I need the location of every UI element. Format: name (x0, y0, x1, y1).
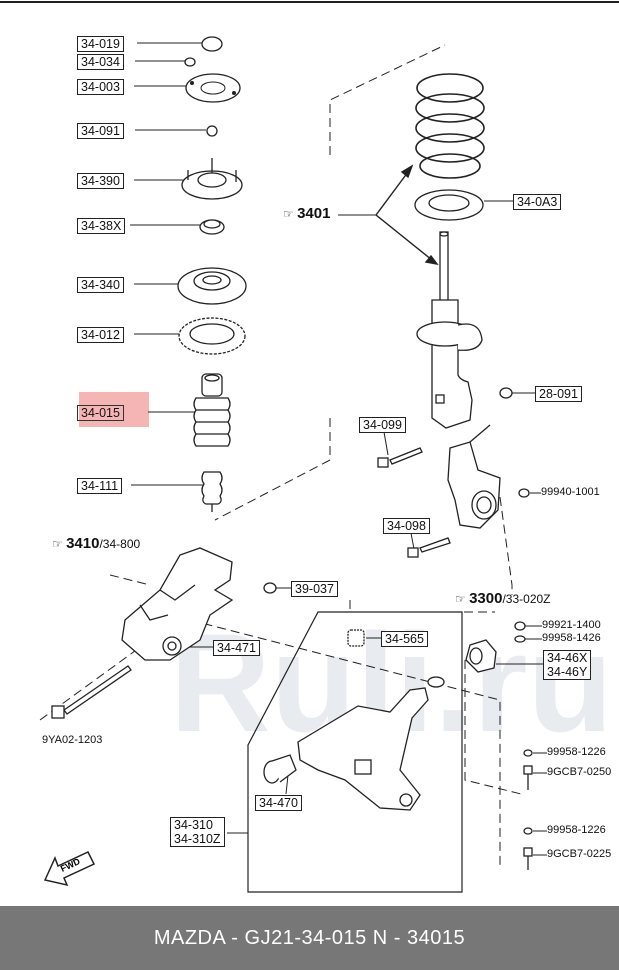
label-99958-1426: 99958-1426 (542, 632, 601, 644)
label-34-111: 34-111 (77, 478, 123, 494)
label-99958-1226-a: 99958-1226 (547, 746, 606, 758)
part-28-091-nut (499, 387, 513, 399)
footer-part-number: MAZDA - GJ21-34-015 N - 34015 (0, 906, 619, 970)
ref-3300: ☞ 3300/33-020Z (455, 590, 551, 607)
label-34-46x-46y: 34-46X 34-46Y (543, 650, 592, 680)
fwd-arrow-icon (43, 851, 96, 887)
part-34-111-bump-stop (201, 471, 223, 512)
part-34-38x-bearing (199, 219, 225, 235)
label-34-015: 34-015 (77, 405, 124, 421)
part-34-003-plate (185, 73, 241, 103)
label-34-46x: 34-46X (547, 651, 588, 665)
part-34-390-mount (181, 158, 243, 200)
label-34-003: 34-003 (77, 79, 124, 95)
ref-3401-number: 3401 (297, 205, 331, 222)
label-34-390: 34-390 (77, 173, 124, 189)
highlight-34-015 (79, 392, 149, 427)
part-34-015-boot (193, 373, 231, 447)
label-34-38x: 34-38X (77, 218, 126, 234)
part-34-091-nut (206, 125, 218, 137)
label-99921-1400: 99921-1400 (542, 619, 601, 631)
ref-3410: ☞ 3410/34-800 (52, 535, 141, 552)
part-34-099-bolt (377, 447, 423, 468)
part-34-46x-bushing (465, 639, 497, 673)
part-34-340-seat (177, 267, 247, 305)
label-34-340: 34-340 (77, 277, 124, 293)
ref-3300-number: 3300 (469, 590, 503, 607)
label-34-310z: 34-310Z (174, 832, 221, 846)
label-34-034: 34-034 (77, 54, 124, 70)
part-coil-spring (415, 73, 485, 179)
right-fasteners (514, 621, 533, 870)
label-34-565: 34-565 (381, 631, 428, 647)
leader-lines (130, 42, 547, 856)
ref-3410-sub: /34-800 (99, 537, 141, 551)
part-34-470-bushing (263, 754, 297, 784)
ref-3410-number: 3410 (66, 535, 100, 552)
part-34-019-cap (201, 36, 223, 52)
part-34-098-bolt (407, 537, 451, 558)
label-34-019: 34-019 (77, 36, 124, 52)
part-34-310-lower-arm (297, 676, 445, 811)
part-34-034-nut (184, 57, 196, 67)
label-39-037: 39-037 (291, 581, 338, 597)
label-34-0a3: 34-0A3 (513, 194, 562, 210)
lower-arm-frame (247, 611, 463, 893)
label-9gcb7-0250: 9GCB7-0250 (547, 766, 612, 778)
part-39-037-nut (263, 582, 277, 594)
label-34-46y: 34-46Y (547, 665, 588, 679)
label-34-471: 34-471 (213, 640, 260, 656)
ref-3300-sub: /33-020Z (502, 592, 551, 606)
parts-drawing (0, 1, 619, 893)
label-99940-1001: 99940-1001 (541, 486, 600, 498)
part-3410-bracket (121, 547, 234, 661)
part-34-012-rubber (178, 317, 246, 355)
part-strut-assembly (416, 231, 483, 429)
label-34-098: 34-098 (383, 518, 430, 534)
part-9ya02-1203-bolt (51, 665, 132, 719)
label-9gcb7-0225: 9GCB7-0225 (547, 848, 612, 860)
label-99958-1226-b: 99958-1226 (547, 824, 606, 836)
part-34-0a3-seat (414, 189, 484, 221)
ref-3401: ☞ 3401 (283, 205, 331, 222)
label-28-091: 28-091 (535, 386, 582, 402)
assembly-arrows (375, 164, 439, 266)
label-34-091: 34-091 (77, 123, 124, 139)
label-34-310-group: 34-310 34-310Z (170, 817, 225, 847)
part-34-565-bushing (347, 629, 365, 647)
label-34-012: 34-012 (77, 327, 124, 343)
part-knuckle (447, 424, 501, 529)
label-34-310: 34-310 (174, 818, 213, 832)
label-34-470: 34-470 (255, 795, 302, 811)
label-34-099: 34-099 (359, 417, 406, 433)
label-9ya02-1203: 9YA02-1203 (42, 734, 103, 746)
part-99940-1001-nut (518, 488, 530, 498)
